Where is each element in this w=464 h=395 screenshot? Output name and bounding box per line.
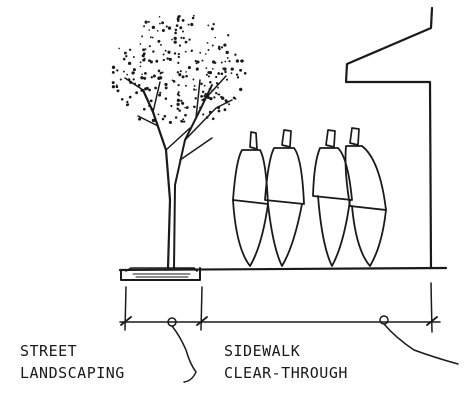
tree-foliage <box>112 15 247 124</box>
dimension-lines <box>120 283 440 332</box>
pedestrian-figure <box>265 130 304 266</box>
pedestrian-figure <box>233 132 268 266</box>
leader-line-street-landscaping <box>172 326 196 382</box>
pedestrian-group <box>233 128 386 266</box>
label-sidewalk-line: SIDEWALK <box>224 342 348 360</box>
leader-line-sidewalk <box>384 324 458 364</box>
label-clear-through-line: CLEAR-THROUGH <box>224 364 348 382</box>
label-sidewalk-clear-through: SIDEWALK CLEAR-THROUGH <box>224 342 348 382</box>
label-street-line: STREET <box>20 342 125 360</box>
label-street-landscaping: STREET LANDSCAPING <box>20 342 125 382</box>
label-landscaping-line: LANDSCAPING <box>20 364 125 382</box>
tree <box>112 15 247 268</box>
